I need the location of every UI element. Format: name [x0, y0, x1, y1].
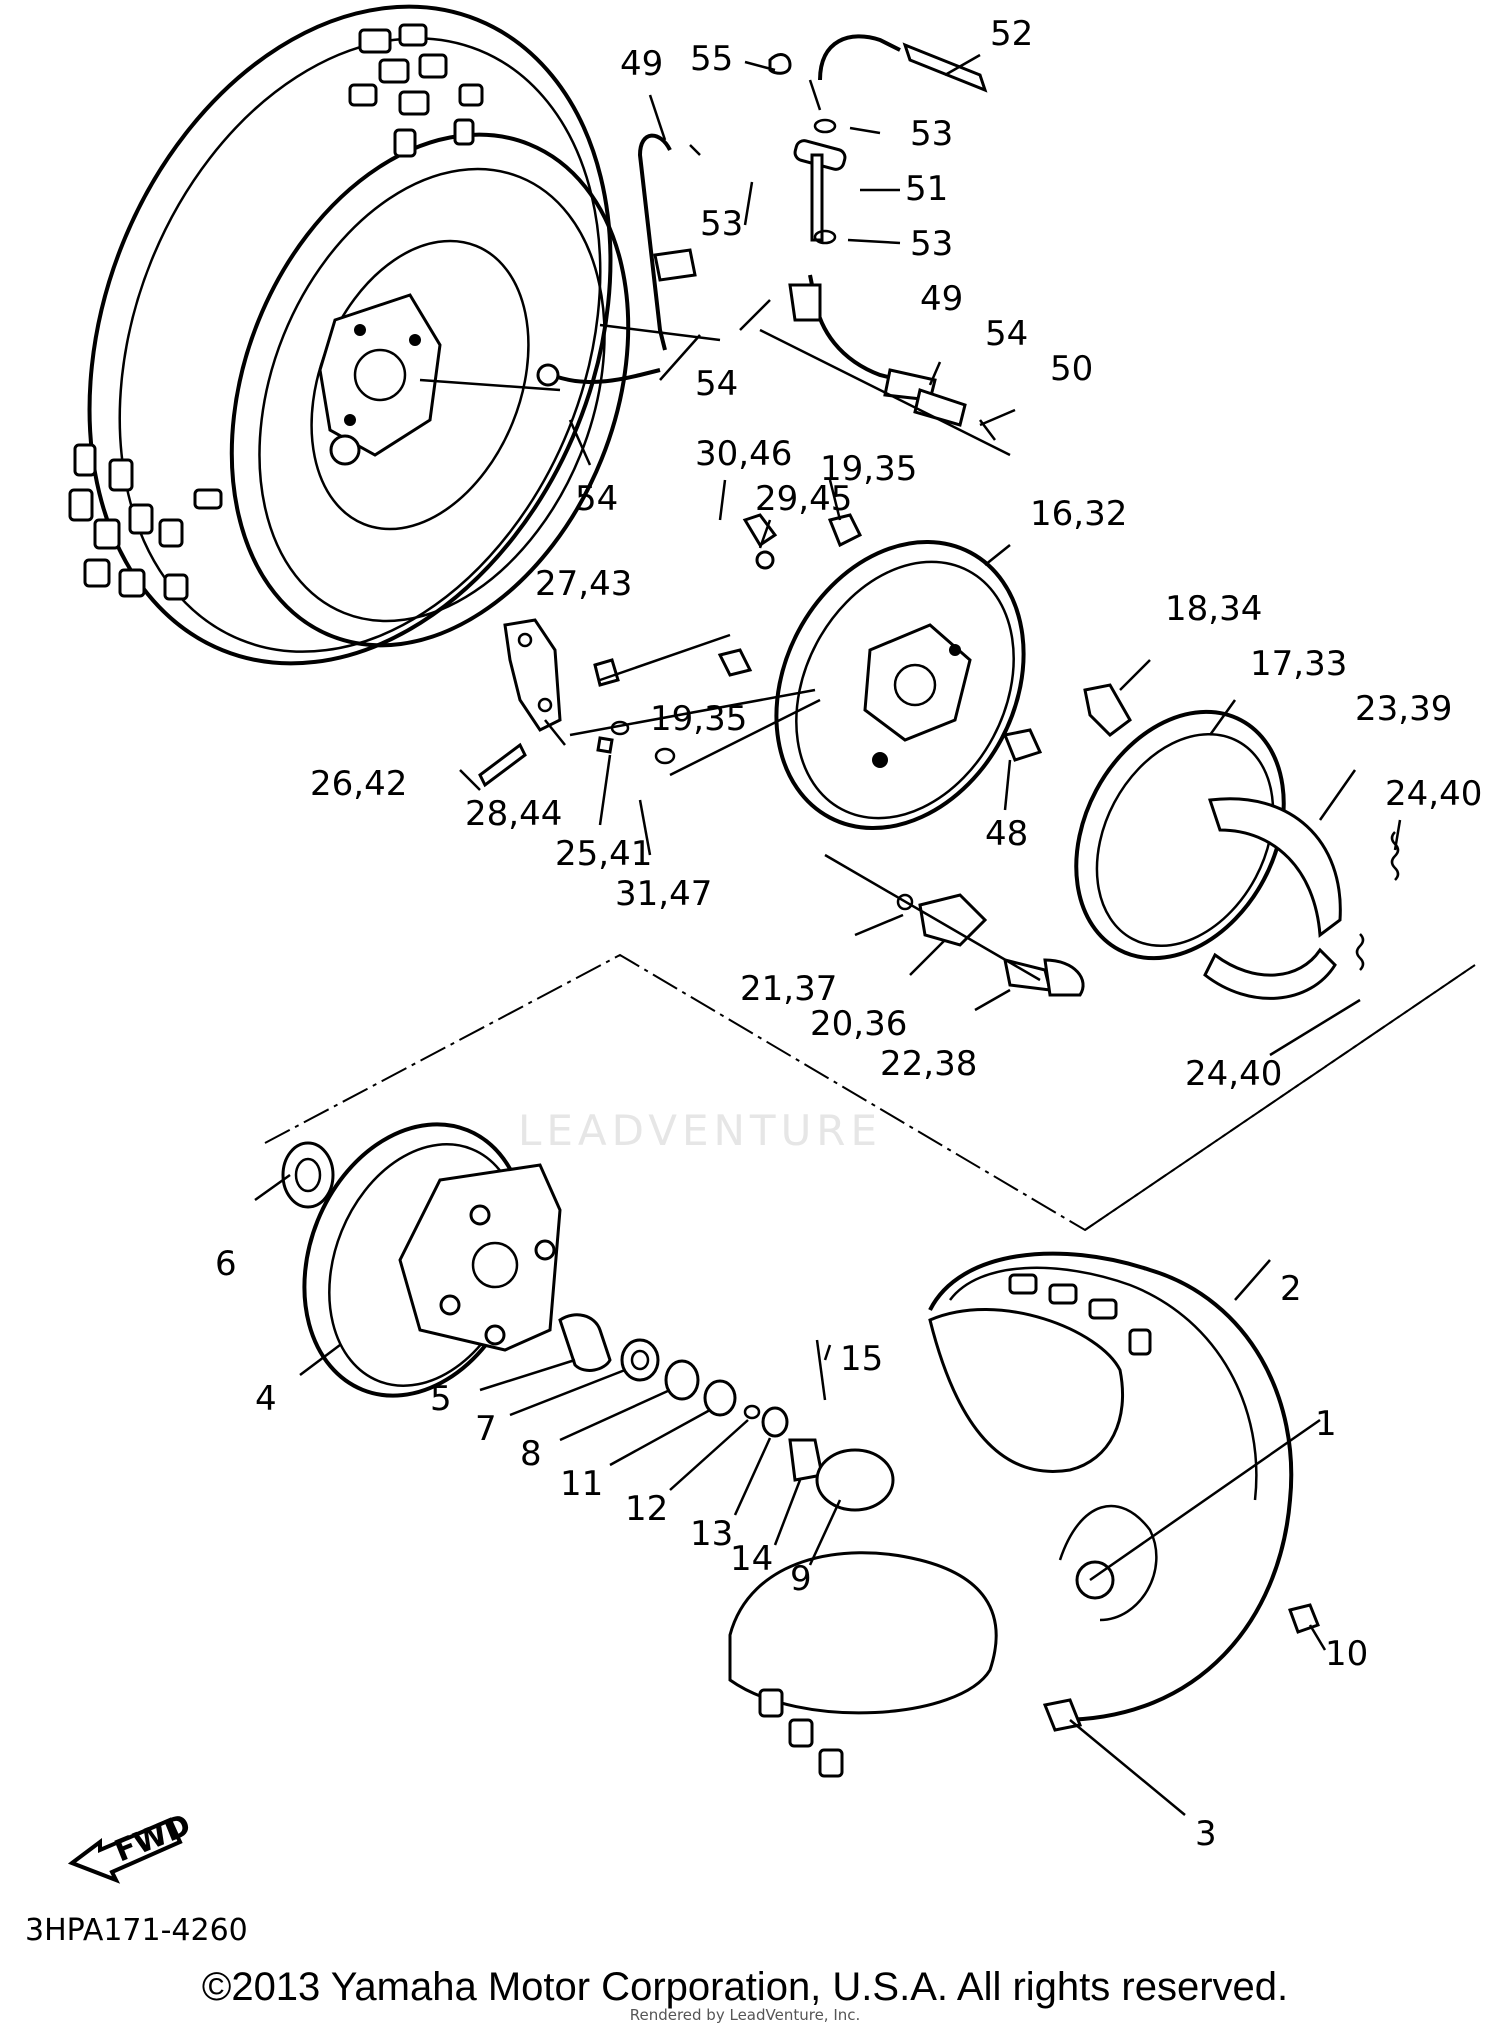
diagram-code: 3HPA171-4260 — [25, 1913, 248, 1948]
rendered-by-notice: Rendered by LeadVenture, Inc. — [630, 2006, 861, 2024]
callout: 53 — [910, 114, 953, 154]
fwd-label: FWD — [110, 1808, 196, 1870]
callout: 24,40 — [1385, 774, 1482, 814]
callout: 20,36 — [810, 1004, 907, 1044]
callout: 14 — [730, 1539, 773, 1579]
callout: 51 — [905, 169, 948, 209]
callout: 18,34 — [1165, 589, 1262, 629]
callout: 23,39 — [1355, 689, 1452, 729]
callout: 31,47 — [615, 874, 712, 914]
copyright-notice: ©2013 Yamaha Motor Corporation, U.S.A. A… — [202, 1965, 1288, 2009]
callout: 54 — [985, 314, 1028, 354]
callout: 54 — [695, 364, 738, 404]
callout: 55 — [690, 39, 733, 79]
callout: 53 — [700, 204, 743, 244]
callout: 3 — [1195, 1814, 1217, 1854]
callout: 17,33 — [1250, 644, 1347, 684]
callout: 10 — [1325, 1634, 1368, 1674]
callout: 50 — [1050, 349, 1093, 389]
callout: 27,43 — [535, 564, 632, 604]
fwd-arrow-icon: FWD — [67, 1808, 196, 1884]
watermark: LEADVENTURE — [518, 1106, 882, 1155]
hub-assembly — [264, 953, 1476, 1634]
callout: 11 — [560, 1464, 603, 1504]
callout: 49 — [620, 44, 663, 84]
callout: 30,46 — [695, 434, 792, 474]
callout: 19,35 — [650, 699, 747, 739]
callout: 13 — [690, 1514, 733, 1554]
callout: 19,35 — [820, 449, 917, 489]
callout-labels: 52 55 49 53 51 53 53 49 54 54 50 54 30,4… — [215, 14, 1482, 1854]
callout: 5 — [430, 1379, 452, 1419]
callout: 49 — [920, 279, 963, 319]
callout: 21,37 — [740, 969, 837, 1009]
brake-plate-assembly — [478, 513, 1400, 1000]
callout: 28,44 — [465, 794, 562, 834]
front-wheel-assembly — [68, 4, 631, 666]
callout: 48 — [985, 814, 1028, 854]
callout: 29,45 — [755, 479, 852, 519]
callout: 8 — [520, 1434, 542, 1474]
callout: 7 — [475, 1409, 497, 1449]
callout: 6 — [215, 1244, 237, 1284]
callout: 9 — [790, 1559, 812, 1599]
callout: 26,42 — [310, 764, 407, 804]
callout: 2 — [1280, 1269, 1302, 1309]
callout: 15 — [840, 1339, 883, 1379]
callout: 4 — [255, 1379, 277, 1419]
callout: 1 — [1315, 1404, 1337, 1444]
callout: 16,32 — [1030, 494, 1127, 534]
callout: 22,38 — [880, 1044, 977, 1084]
callout: 54 — [575, 479, 618, 519]
tire-and-rim — [728, 1251, 1294, 1778]
callout: 52 — [990, 14, 1033, 54]
callout: 25,41 — [555, 834, 652, 874]
leader-lines — [254, 53, 1402, 1816]
callout: 53 — [910, 224, 953, 264]
callout: 12 — [625, 1489, 668, 1529]
callout: 24,40 — [1185, 1054, 1282, 1094]
brake-cable-assembly — [536, 34, 1011, 457]
